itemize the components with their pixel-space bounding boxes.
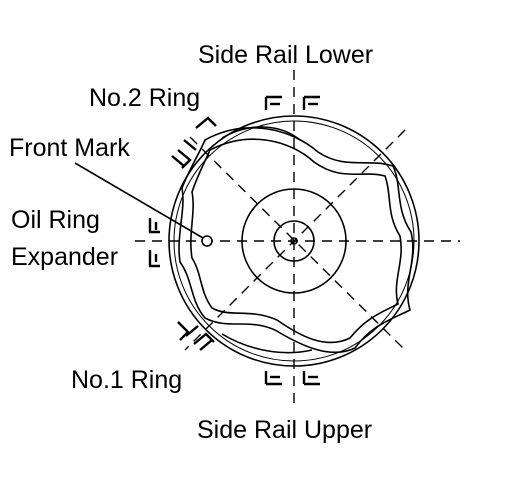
centerline-diag-1 [189, 136, 406, 351]
centerline-diag-2 [184, 129, 406, 351]
gap-mark-no2-ring [171, 116, 217, 169]
front-mark-leader [74, 162, 204, 239]
label-oil-ring-expander-line2: Expander [11, 243, 119, 271]
front-mark-dot [201, 235, 213, 247]
oil-ring-expander-inner [190, 138, 402, 344]
gap-mark-no1-ring [177, 321, 215, 351]
gap-mark-oil-ring-expander [148, 218, 160, 268]
gap-mark-side-rail-lower [264, 95, 320, 110]
label-front-mark: Front Mark [9, 134, 130, 162]
oil-ring-expander-outer [178, 127, 414, 354]
label-no2-ring: No.2 Ring [89, 84, 201, 112]
side-rail-arc-bottom [221, 333, 313, 354]
gap-mark-side-rail-upper [264, 371, 320, 386]
label-oil-ring-expander-line1: Oil Ring [11, 206, 100, 234]
label-side-rail-lower: Side Rail Lower [198, 41, 374, 69]
label-side-rail-upper: Side Rail Upper [197, 416, 373, 444]
side-rail-arc-top [221, 126, 301, 141]
label-no1-ring: No.1 Ring [71, 366, 183, 394]
